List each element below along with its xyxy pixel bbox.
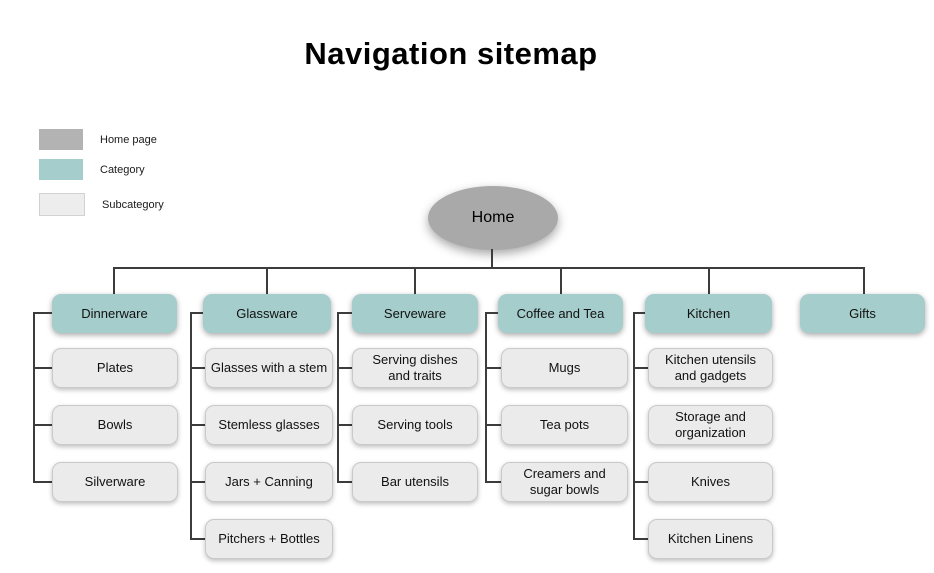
connector-line xyxy=(190,424,205,426)
legend-label: Home page xyxy=(100,133,157,146)
connector-line xyxy=(485,367,501,369)
legend-label: Category xyxy=(100,163,145,176)
connector-line xyxy=(33,312,52,314)
connector-line xyxy=(485,312,498,314)
subcategory-node-bowls: Bowls xyxy=(52,405,178,445)
legend-item-subcategory: Subcategory xyxy=(39,193,164,216)
category-node-glassware: Glassware xyxy=(203,294,331,333)
connector-line xyxy=(337,367,352,369)
category-node-coffee-and-tea: Coffee and Tea xyxy=(498,294,623,333)
connector-line xyxy=(337,424,352,426)
connector-line xyxy=(863,267,865,294)
subcategory-node-serving-dishes-and-traits: Serving dishes and traits xyxy=(352,348,478,388)
subcategory-node-pitchers-bottles: Pitchers + Bottles xyxy=(205,519,333,559)
connector-line xyxy=(190,312,203,314)
connector-line xyxy=(33,481,52,483)
subcategory-node-glasses-with-a-stem: Glasses with a stem xyxy=(205,348,333,388)
connector-line xyxy=(485,424,501,426)
legend-label: Subcategory xyxy=(102,198,164,211)
connector-line xyxy=(33,424,52,426)
home-node: Home xyxy=(428,186,558,250)
connector-line xyxy=(485,312,487,483)
subcategory-node-stemless-glasses: Stemless glasses xyxy=(205,405,333,445)
home-page-swatch-icon xyxy=(39,129,83,150)
connector-line xyxy=(114,267,865,269)
subcategory-node-kitchen-utensils-and-gadgets: Kitchen utensils and gadgets xyxy=(648,348,773,388)
category-node-serveware: Serveware xyxy=(352,294,478,333)
connector-line xyxy=(113,267,115,294)
connector-line xyxy=(491,249,493,268)
connector-line xyxy=(485,481,501,483)
subcategory-node-knives: Knives xyxy=(648,462,773,502)
subcategory-node-silverware: Silverware xyxy=(52,462,178,502)
connector-line xyxy=(190,481,205,483)
connector-line xyxy=(633,538,648,540)
subcategory-node-serving-tools: Serving tools xyxy=(352,405,478,445)
connector-line xyxy=(633,481,648,483)
connector-line xyxy=(633,312,635,540)
subcategory-node-kitchen-linens: Kitchen Linens xyxy=(648,519,773,559)
subcategory-node-tea-pots: Tea pots xyxy=(501,405,628,445)
connector-line xyxy=(708,267,710,294)
connector-line xyxy=(337,312,339,483)
subcategory-node-plates: Plates xyxy=(52,348,178,388)
subcategory-node-creamers-and-sugar-bowls: Creamers and sugar bowls xyxy=(501,462,628,502)
category-node-kitchen: Kitchen xyxy=(645,294,772,333)
connector-line xyxy=(414,267,416,294)
category-node-dinnerware: Dinnerware xyxy=(52,294,177,333)
connector-line xyxy=(337,481,352,483)
connector-line xyxy=(33,367,52,369)
connector-line xyxy=(190,312,192,540)
subcategory-node-bar-utensils: Bar utensils xyxy=(352,462,478,502)
category-node-gifts: Gifts xyxy=(800,294,925,333)
legend-item-category: Category xyxy=(39,159,145,180)
connector-line xyxy=(266,267,268,294)
subcategory-node-jars-canning: Jars + Canning xyxy=(205,462,333,502)
connector-line xyxy=(633,312,645,314)
connector-line xyxy=(560,267,562,294)
connector-line xyxy=(337,312,352,314)
subcategory-swatch-icon xyxy=(39,193,85,216)
connector-line xyxy=(190,538,205,540)
connector-line xyxy=(633,367,648,369)
connector-line xyxy=(33,312,35,483)
category-swatch-icon xyxy=(39,159,83,180)
subcategory-node-storage-and-organization: Storage and organization xyxy=(648,405,773,445)
page-title: Navigation sitemap xyxy=(304,36,598,71)
legend-item-home-page: Home page xyxy=(39,129,157,150)
subcategory-node-mugs: Mugs xyxy=(501,348,628,388)
connector-line xyxy=(190,367,205,369)
